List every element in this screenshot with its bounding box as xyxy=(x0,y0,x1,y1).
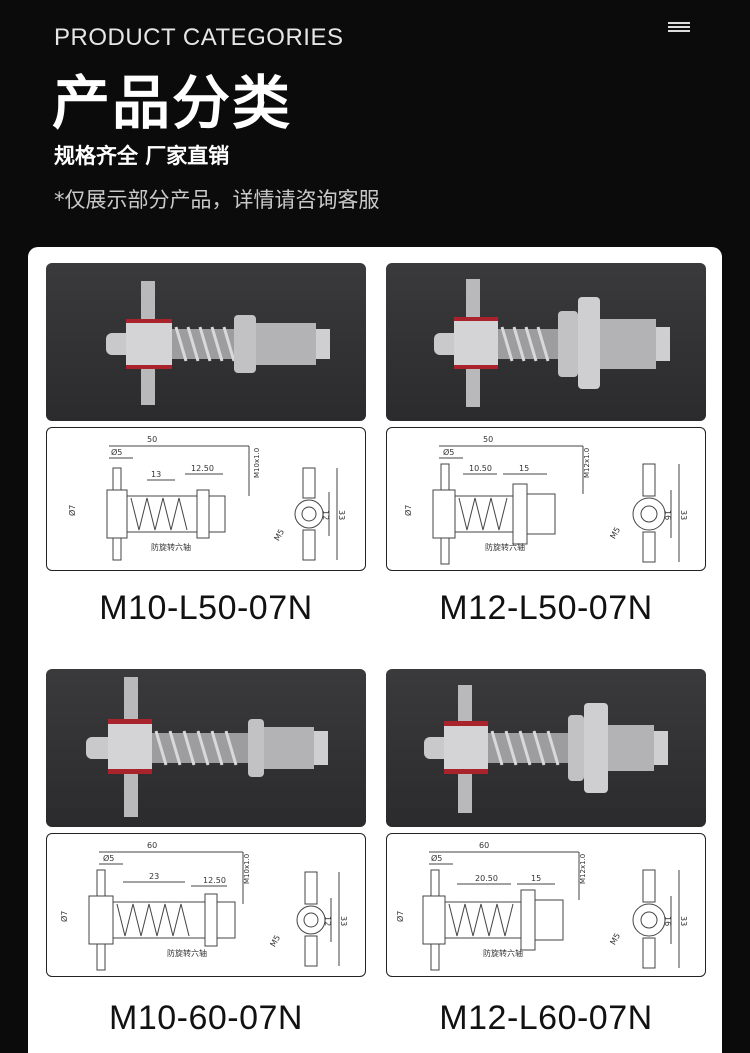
dim-total: 60 xyxy=(479,841,489,850)
technical-drawing: 60 Ø5 23 12.50 M10x1.0 Ø7 33 12 M5 防旋转六轴 xyxy=(46,833,366,977)
dim-thread: M10x1.0 xyxy=(253,448,261,478)
dim-seg-a: 23 xyxy=(149,872,159,881)
dim-seg-b: 12.50 xyxy=(191,464,214,473)
dim-side-total: 33 xyxy=(337,510,346,520)
dim-pipe: Ø5 xyxy=(103,853,114,863)
product-photo xyxy=(46,263,366,421)
dim-total: 50 xyxy=(483,435,493,444)
model-label: M12-L50-07N xyxy=(439,589,653,627)
technical-drawing: 50 Ø5 13 12.50 M10x1.0 Ø7 33 12 M5 防旋转六轴 xyxy=(46,427,366,571)
dim-total: 60 xyxy=(147,841,157,850)
drawing-note: 防旋转六轴 xyxy=(485,542,525,552)
dim-side-total: 33 xyxy=(339,916,348,926)
dim-side-total: 33 xyxy=(679,916,688,926)
dim-seg-a: 10.50 xyxy=(469,464,492,473)
dim-pipe: Ø5 xyxy=(431,853,442,863)
dim-seg-a: 13 xyxy=(151,470,161,479)
dim-thread: M10x1.0 xyxy=(243,854,251,884)
dim-left: Ø7 xyxy=(403,505,413,516)
dim-side-thread: M5 xyxy=(272,528,286,543)
header-title-en: PRODUCT CATEGORIES xyxy=(54,24,344,51)
dim-side-thread: M5 xyxy=(608,932,622,947)
model-label: M10-L50-07N xyxy=(99,589,313,627)
dim-side-h: 12 xyxy=(321,510,330,520)
technical-drawing: 50 Ø5 10.50 15 M12x1.0 Ø7 33 16 M5 防旋转六轴 xyxy=(386,427,706,571)
dim-thread: M12x1.0 xyxy=(579,854,587,884)
dim-side-h: 16 xyxy=(663,510,672,520)
dim-thread: M12x1.0 xyxy=(583,448,591,478)
product-photo xyxy=(386,669,706,827)
dim-seg-b: 15 xyxy=(531,874,541,883)
drawing-note: 防旋转六轴 xyxy=(151,542,191,552)
header-title-cn: 产品分类 xyxy=(52,69,293,137)
dim-side-thread: M5 xyxy=(268,934,282,949)
model-label: M10-60-07N xyxy=(109,999,303,1037)
dim-side-h: 12 xyxy=(323,916,332,926)
model-label: M12-L60-07N xyxy=(439,999,653,1037)
dim-side-total: 33 xyxy=(679,510,688,520)
product-photo xyxy=(46,669,366,827)
dim-pipe: Ø5 xyxy=(443,447,454,457)
products-panel: 50 Ø5 13 12.50 M10x1.0 Ø7 33 12 M5 防旋转六轴… xyxy=(28,247,722,1053)
drawing-note: 防旋转六轴 xyxy=(167,948,207,958)
dim-seg-b: 12.50 xyxy=(203,876,226,885)
header-subtitle: 规格齐全 厂家直销 xyxy=(54,144,230,168)
dim-side-thread: M5 xyxy=(608,526,622,541)
product-photo xyxy=(386,263,706,421)
dim-seg-b: 15 xyxy=(519,464,529,473)
menu-icon[interactable] xyxy=(668,22,690,34)
dim-total: 50 xyxy=(147,435,157,444)
dim-seg-a: 20.50 xyxy=(475,874,498,883)
drawing-note: 防旋转六轴 xyxy=(483,948,523,958)
technical-drawing: 60 Ø5 20.50 15 M12x1.0 Ø7 33 16 M5 防旋转六轴 xyxy=(386,833,706,977)
dim-left: Ø7 xyxy=(67,505,77,516)
dim-left: Ø7 xyxy=(59,911,69,922)
dim-left: Ø7 xyxy=(395,911,405,922)
dim-pipe: Ø5 xyxy=(111,447,122,457)
header-note: *仅展示部分产品，详情请咨询客服 xyxy=(54,188,380,212)
dim-side-h: 16 xyxy=(663,916,672,926)
